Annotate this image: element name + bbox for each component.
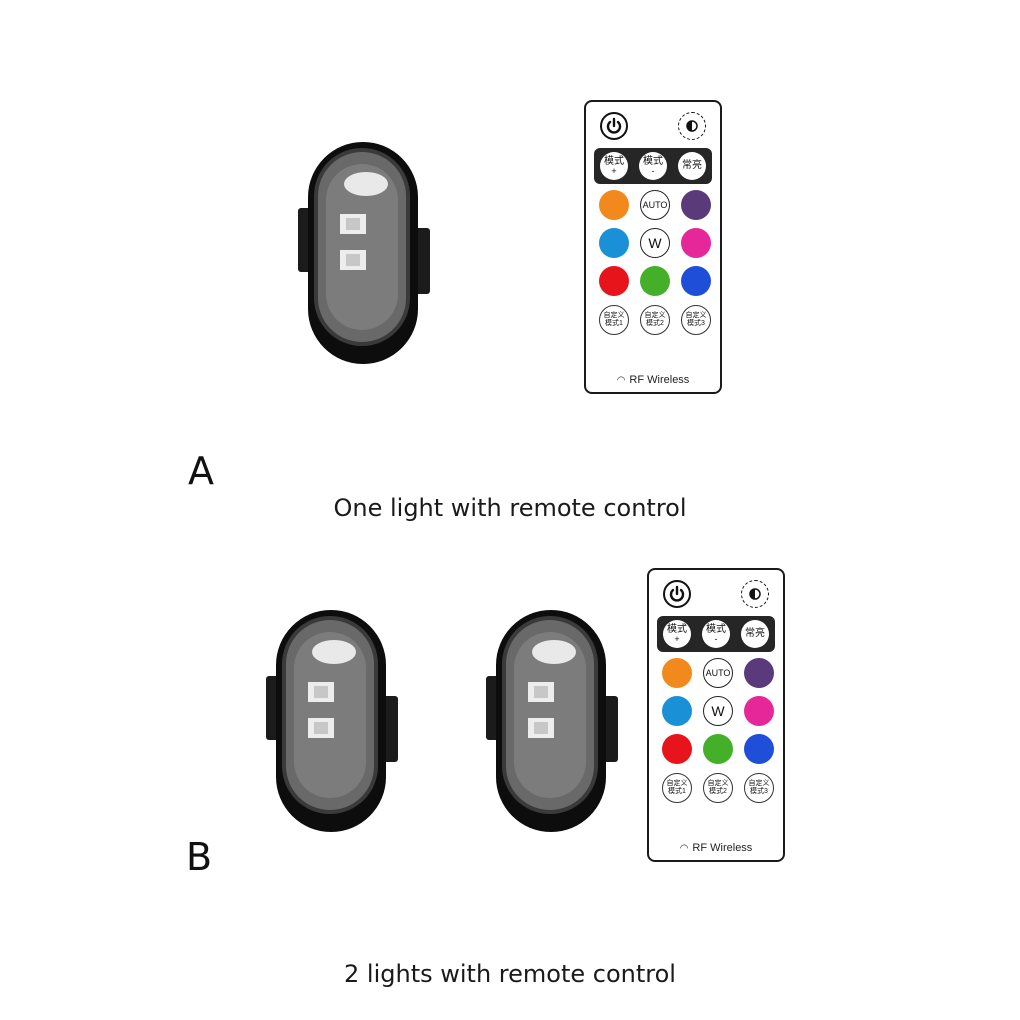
steady-on-button[interactable]: 常亮	[678, 152, 706, 180]
power-button[interactable]	[600, 112, 628, 140]
caption-b: 2 lights with remote control	[344, 960, 676, 988]
brightness-icon	[749, 588, 761, 600]
custom-3-bottom: 模式3	[687, 320, 705, 327]
custom-1-bottom: 模式1	[605, 320, 623, 327]
mode-plus-sub: +	[674, 634, 680, 644]
strobe-light-icon	[266, 610, 398, 832]
mode-minus-sub: -	[651, 166, 655, 176]
blue-button[interactable]	[662, 696, 692, 726]
strobe-light-icon	[486, 610, 618, 832]
mode-minus-label: 模式	[706, 624, 726, 635]
magenta-button[interactable]	[744, 696, 774, 726]
dark-blue-button[interactable]	[681, 266, 711, 296]
steady-on-button[interactable]: 常亮	[741, 620, 769, 648]
section-letter-b: B	[186, 835, 213, 879]
custom-mode-3-button[interactable]: 自定义 模式3	[681, 305, 711, 335]
custom-2-bottom: 模式2	[709, 788, 727, 795]
custom-2-top: 自定义	[644, 312, 666, 319]
power-button[interactable]	[663, 580, 691, 608]
steady-label: 常亮	[745, 628, 765, 639]
remote-footer: ◠RF Wireless	[649, 842, 783, 854]
red-button[interactable]	[599, 266, 629, 296]
strobe-light-icon	[298, 142, 430, 364]
brightness-icon	[686, 120, 698, 132]
rf-wireless-label: RF Wireless	[629, 374, 690, 386]
custom-mode-2-button[interactable]: 自定义 模式2	[703, 773, 733, 803]
strobe-light-a	[288, 142, 438, 364]
blue-button[interactable]	[599, 228, 629, 258]
custom-2-bottom: 模式2	[646, 320, 664, 327]
custom-mode-1-button[interactable]: 自定义 模式1	[662, 773, 692, 803]
brightness-button[interactable]	[741, 580, 769, 608]
remote-footer: ◠RF Wireless	[586, 374, 720, 386]
power-icon	[669, 585, 685, 602]
mode-minus-button[interactable]: 模式 -	[639, 152, 667, 180]
remote-control-b: 模式 + 模式 - 常亮 AUTO W 自定义 模式1 自定义 模式2	[647, 568, 785, 862]
brightness-button[interactable]	[678, 112, 706, 140]
mode-bar: 模式 + 模式 - 常亮	[657, 616, 775, 652]
white-button[interactable]: W	[703, 696, 733, 726]
custom-2-top: 自定义	[707, 780, 729, 787]
custom-3-top: 自定义	[748, 780, 770, 787]
custom-mode-3-button[interactable]: 自定义 模式3	[744, 773, 774, 803]
dark-blue-button[interactable]	[744, 734, 774, 764]
rf-wireless-label: RF Wireless	[692, 842, 753, 854]
green-button[interactable]	[703, 734, 733, 764]
mode-plus-button[interactable]: 模式 +	[663, 620, 691, 648]
caption-a: One light with remote control	[333, 494, 687, 522]
purple-button[interactable]	[681, 190, 711, 220]
mode-plus-sub: +	[611, 166, 617, 176]
mode-minus-label: 模式	[643, 156, 663, 167]
mode-minus-button[interactable]: 模式 -	[702, 620, 730, 648]
custom-1-bottom: 模式1	[668, 788, 686, 795]
mode-minus-sub: -	[714, 634, 718, 644]
orange-button[interactable]	[599, 190, 629, 220]
steady-label: 常亮	[682, 160, 702, 171]
strobe-light-b-2	[476, 610, 626, 832]
magenta-button[interactable]	[681, 228, 711, 258]
auto-button[interactable]: AUTO	[640, 190, 670, 220]
green-button[interactable]	[640, 266, 670, 296]
auto-button[interactable]: AUTO	[703, 658, 733, 688]
wireless-icon: ◠	[616, 375, 626, 386]
custom-3-bottom: 模式3	[750, 788, 768, 795]
red-button[interactable]	[662, 734, 692, 764]
remote-control-a: 模式 + 模式 - 常亮 AUTO W 自定义 模式1 自定义 模式2	[584, 100, 722, 394]
custom-mode-2-button[interactable]: 自定义 模式2	[640, 305, 670, 335]
mode-plus-label: 模式	[604, 156, 624, 167]
custom-1-top: 自定义	[666, 780, 688, 787]
custom-1-top: 自定义	[603, 312, 625, 319]
power-icon	[606, 117, 622, 134]
wireless-icon: ◠	[679, 843, 689, 854]
strobe-light-b-1	[256, 610, 406, 832]
mode-plus-button[interactable]: 模式 +	[600, 152, 628, 180]
section-letter-a: A	[188, 449, 214, 493]
orange-button[interactable]	[662, 658, 692, 688]
custom-mode-1-button[interactable]: 自定义 模式1	[599, 305, 629, 335]
purple-button[interactable]	[744, 658, 774, 688]
mode-bar: 模式 + 模式 - 常亮	[594, 148, 712, 184]
white-button[interactable]: W	[640, 228, 670, 258]
mode-plus-label: 模式	[667, 624, 687, 635]
custom-3-top: 自定义	[685, 312, 707, 319]
